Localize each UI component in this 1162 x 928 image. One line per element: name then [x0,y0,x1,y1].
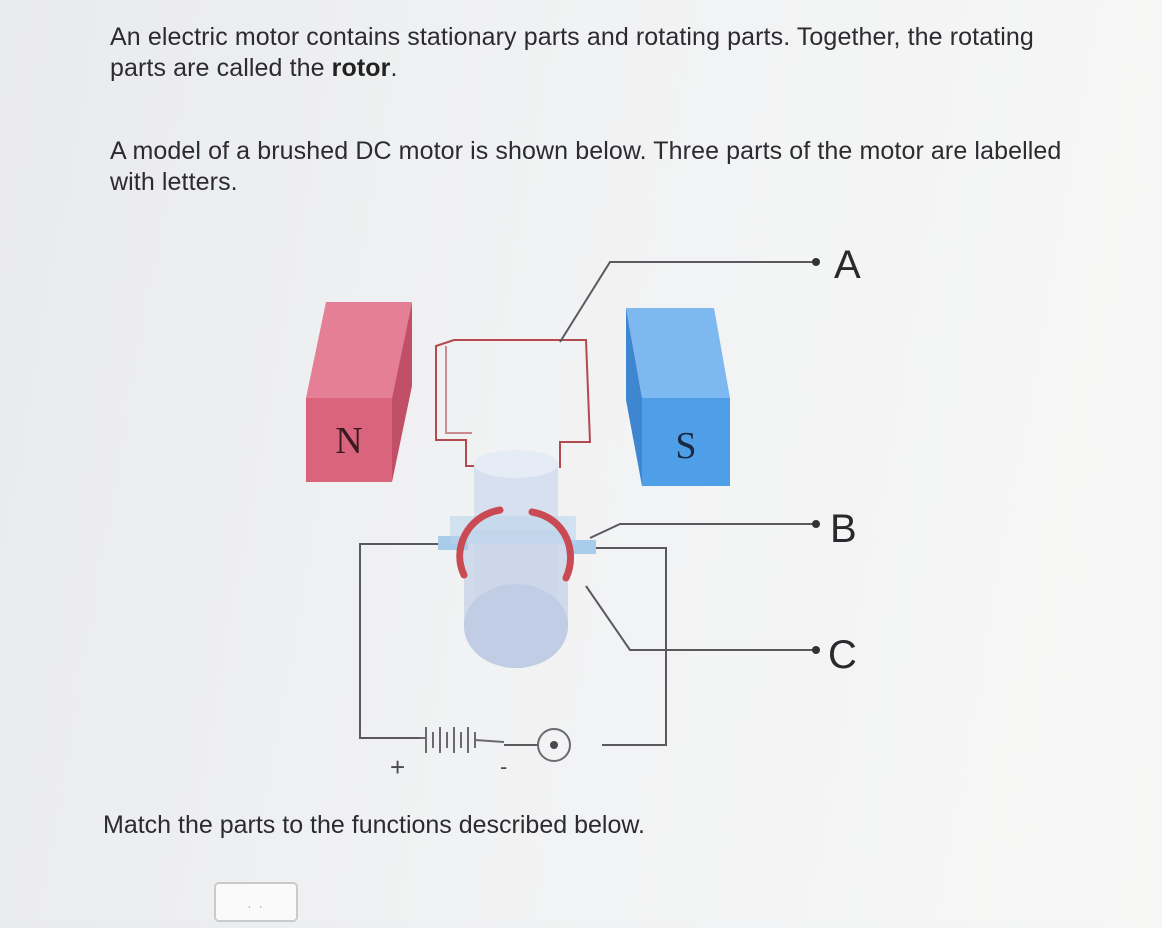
leader-lines [559,261,816,651]
motor-diagram: + - N S [290,230,910,790]
circuit-wire [359,543,667,746]
switch-icon [537,728,571,762]
commutator [456,506,574,582]
intro-paragraph: An electric motor contains stationary pa… [110,23,1034,82]
answer-dropdown[interactable]: · · [214,882,298,922]
south-magnet: S [626,308,730,486]
label-a-dot [812,258,820,266]
rotor-shaft [464,450,568,668]
battery-plus-label: + [390,752,405,782]
label-c-dot [812,646,820,654]
label-b: B [830,507,857,551]
rotor-term: rotor [331,54,391,82]
north-label: N [335,420,362,462]
label-b-dot [812,520,820,528]
rotor-coil [435,339,592,468]
match-prompt: Match the parts to the functions describ… [103,811,645,839]
battery-icon [420,727,505,753]
label-c: C [828,633,857,677]
north-magnet: N [306,302,412,482]
label-a: A [834,243,861,287]
south-label: S [675,425,696,467]
model-paragraph: A model of a brushed DC motor is shown b… [110,137,1062,196]
battery-minus-label: - [500,754,507,779]
